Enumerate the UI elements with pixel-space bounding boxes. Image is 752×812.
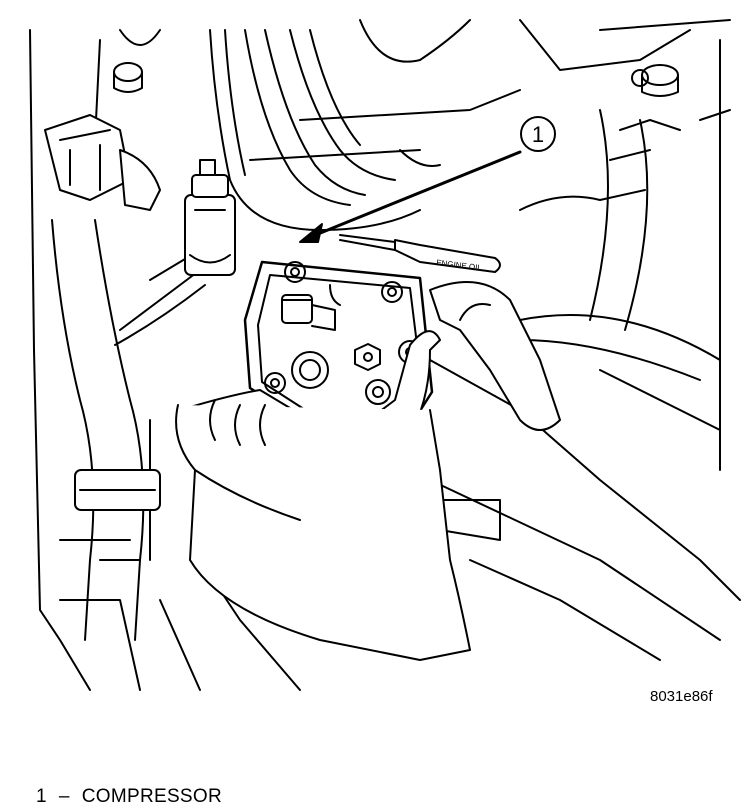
ac-hose-right	[519, 109, 681, 331]
wiring-harness	[114, 29, 421, 346]
sensor-connector	[184, 159, 236, 276]
service-illustration: ENGINE OIL 1	[29, 19, 741, 691]
figure-code: 8031e86f	[650, 688, 713, 705]
electrical-connector	[44, 114, 161, 211]
legend-text: COMPRESSOR	[81, 786, 222, 807]
callout-1: 1	[520, 116, 556, 152]
coolant-hose	[51, 219, 161, 641]
technician-hands	[175, 281, 561, 661]
oil-applicator-tool: ENGINE OIL	[339, 234, 501, 273]
callout-number: 1	[532, 122, 544, 147]
callout-leader	[299, 150, 522, 243]
vehicle-frame	[29, 19, 741, 691]
legend-separator: –	[58, 786, 70, 807]
legend-number: 1	[36, 786, 47, 807]
bolt-caps	[113, 62, 679, 97]
legend-item: 1–COMPRESSOR	[36, 786, 222, 808]
